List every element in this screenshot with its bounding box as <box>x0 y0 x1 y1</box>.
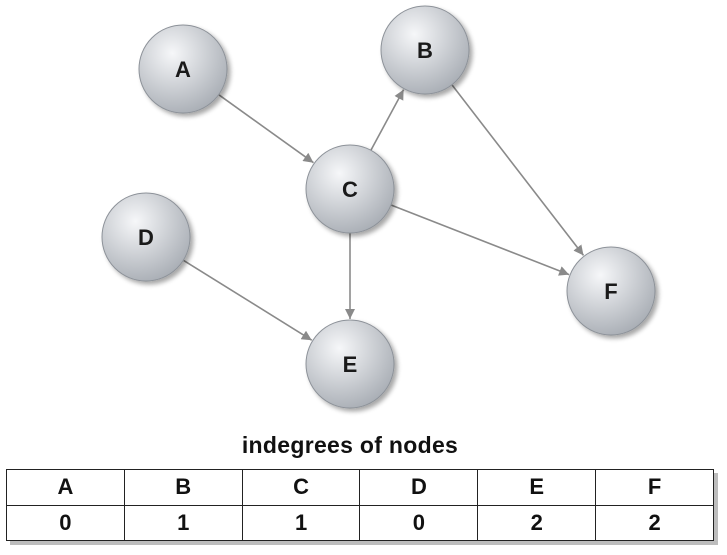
header-cell-f: F <box>595 469 714 506</box>
header-cell-d: D <box>359 469 479 506</box>
node-label: E <box>343 352 358 377</box>
directed-graph: A B C D E F <box>101 5 656 409</box>
value-cell-b: 1 <box>123 504 243 541</box>
table-title: indegrees of nodes <box>241 432 459 458</box>
node-d: D <box>101 192 191 282</box>
node-b: B <box>380 5 470 95</box>
table-value-row: 0 1 1 0 2 2 <box>6 504 714 541</box>
node-circle <box>138 24 228 114</box>
edge-c-to-f <box>390 204 570 276</box>
node-label: F <box>604 279 617 304</box>
edge-c-to-b <box>370 89 405 151</box>
node-circle <box>566 246 656 336</box>
node-label: B <box>417 38 433 63</box>
node-label: C <box>342 177 358 202</box>
node-circle <box>380 5 470 95</box>
value-cell-a: 0 <box>6 504 125 541</box>
value-cell-d: 0 <box>359 504 479 541</box>
node-circle <box>305 319 395 409</box>
edge-b-to-f <box>451 84 585 256</box>
node-e: E <box>305 319 395 409</box>
header-cell-e: E <box>477 469 597 506</box>
node-c: C <box>305 144 395 234</box>
header-cell-c: C <box>241 469 361 506</box>
node-a: A <box>138 24 228 114</box>
nodes: A B C D E F <box>101 5 656 409</box>
edge-a-to-c <box>218 94 314 164</box>
header-cell-b: B <box>123 469 243 506</box>
edges <box>182 84 585 341</box>
header-cell-a: A <box>6 469 125 506</box>
node-f: F <box>566 246 656 336</box>
node-label: D <box>138 225 154 250</box>
node-label: A <box>175 57 191 82</box>
node-circle <box>305 144 395 234</box>
value-cell-c: 1 <box>241 504 361 541</box>
node-circle <box>101 192 191 282</box>
indegree-table: A B C D E F 0 1 1 0 2 2 <box>6 469 714 541</box>
edge-d-to-e <box>182 259 313 341</box>
table-header-row: A B C D E F <box>6 469 714 506</box>
value-cell-e: 2 <box>477 504 597 541</box>
value-cell-f: 2 <box>595 504 714 541</box>
